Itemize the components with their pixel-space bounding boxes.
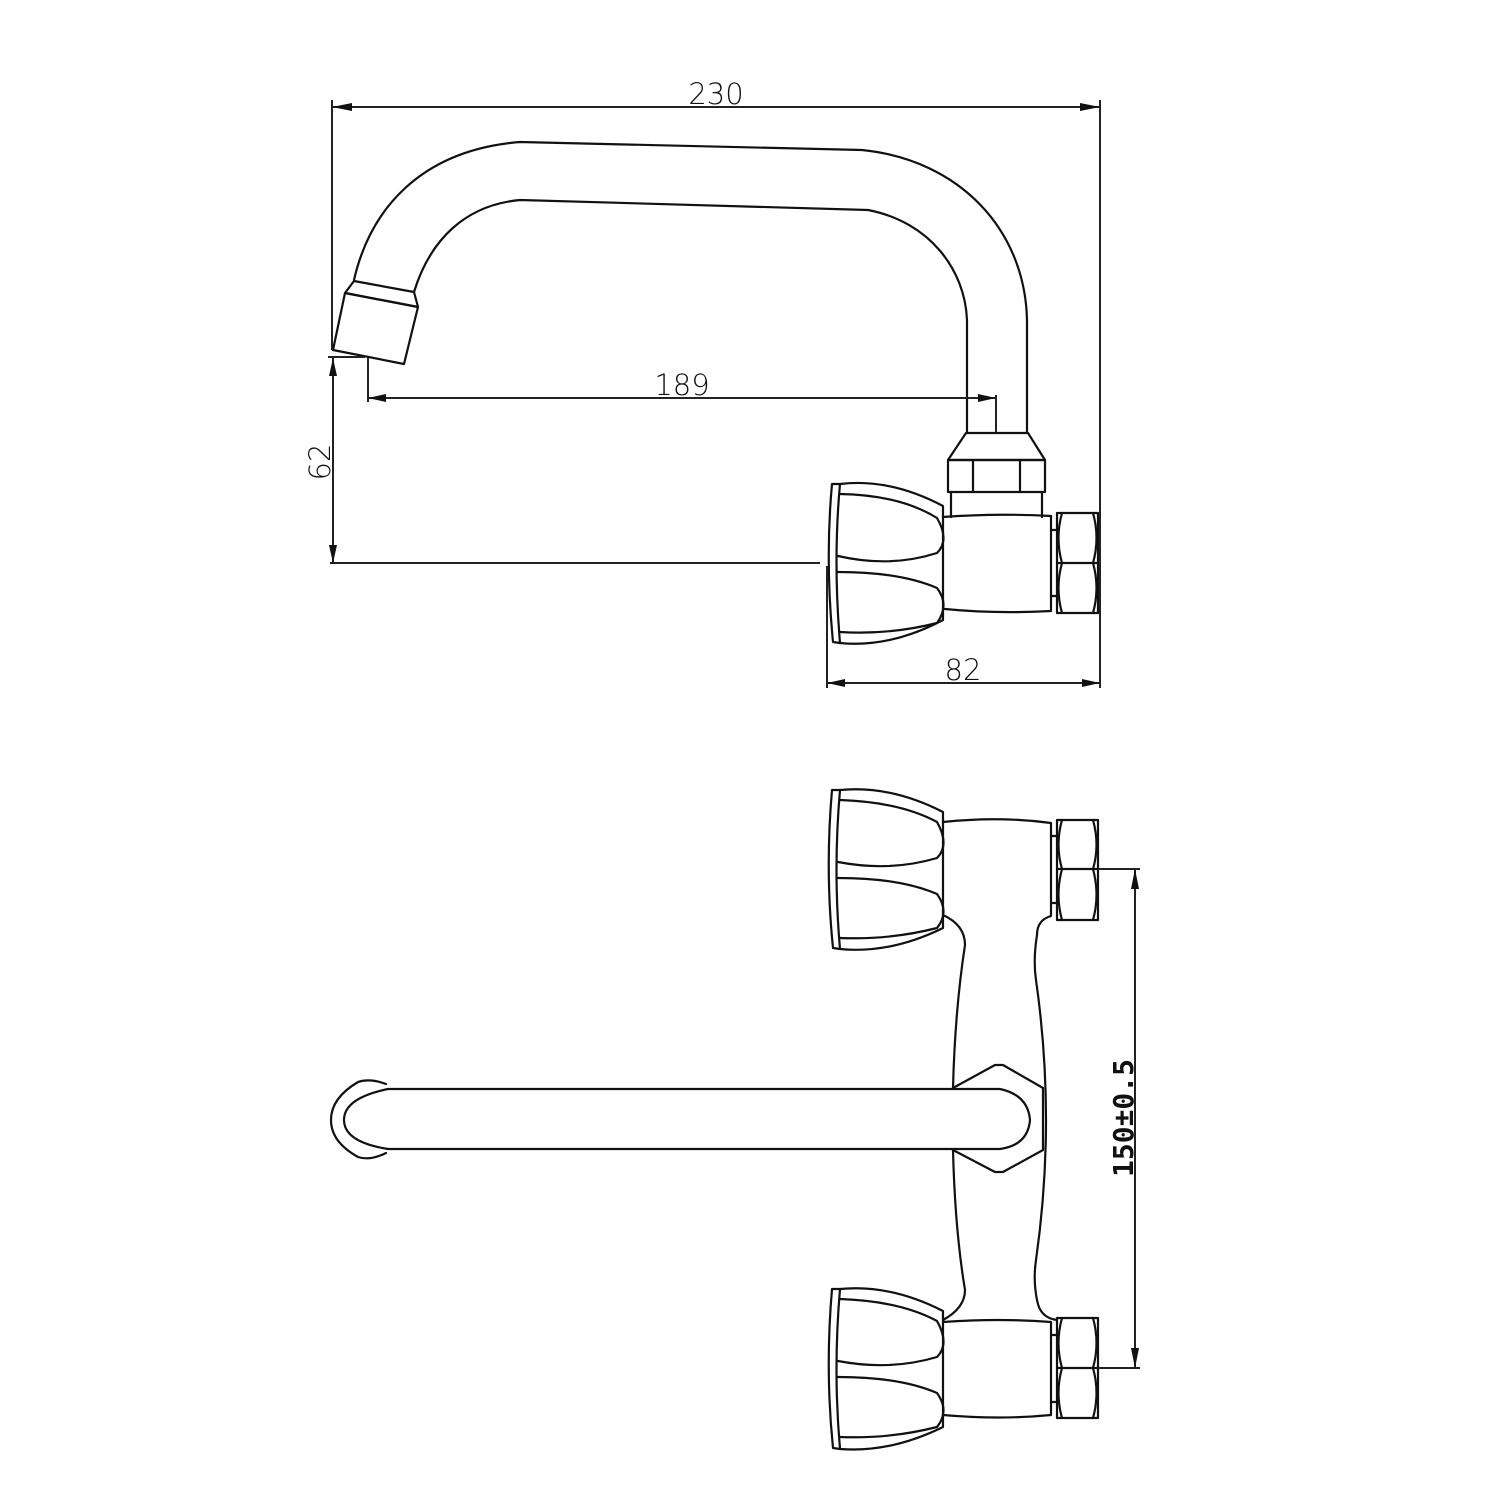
dimension-label-82: 82 bbox=[945, 653, 982, 687]
dimension-label-230: 230 bbox=[688, 77, 743, 111]
valve-body bbox=[941, 513, 1059, 614]
bottom-handle bbox=[827, 1287, 945, 1451]
mixer-body bbox=[941, 913, 1059, 1322]
top-valve-neck bbox=[941, 818, 1059, 937]
dimension-82: 82 bbox=[826, 566, 1100, 688]
bottom-hex-nut bbox=[1055, 1316, 1100, 1420]
top-handle bbox=[827, 788, 945, 951]
front-view: 150±0.5 bbox=[329, 788, 1140, 1451]
aerator bbox=[331, 279, 420, 366]
wall-hex-nut bbox=[1055, 511, 1100, 615]
dimension-189: 189 bbox=[367, 358, 997, 432]
spout-hex-boss bbox=[951, 1063, 1045, 1174]
bottom-valve-neck bbox=[941, 1318, 1059, 1419]
aerator-ring bbox=[329, 1079, 388, 1160]
spout-arm bbox=[329, 1079, 1032, 1160]
dimension-150: 150±0.5 bbox=[1098, 868, 1140, 1369]
handle bbox=[827, 481, 945, 645]
side-view: 230 189 62 82 bbox=[303, 77, 1101, 688]
top-hex-nut bbox=[1055, 818, 1100, 922]
dimension-label-189: 189 bbox=[654, 368, 709, 402]
dimension-label-150: 150±0.5 bbox=[1107, 1059, 1140, 1177]
spout-tube bbox=[352, 140, 1029, 434]
dimension-label-62: 62 bbox=[303, 444, 337, 481]
dimension-230: 230 bbox=[331, 77, 1101, 688]
dimension-62: 62 bbox=[303, 356, 820, 564]
swivel-nut bbox=[946, 431, 1047, 519]
